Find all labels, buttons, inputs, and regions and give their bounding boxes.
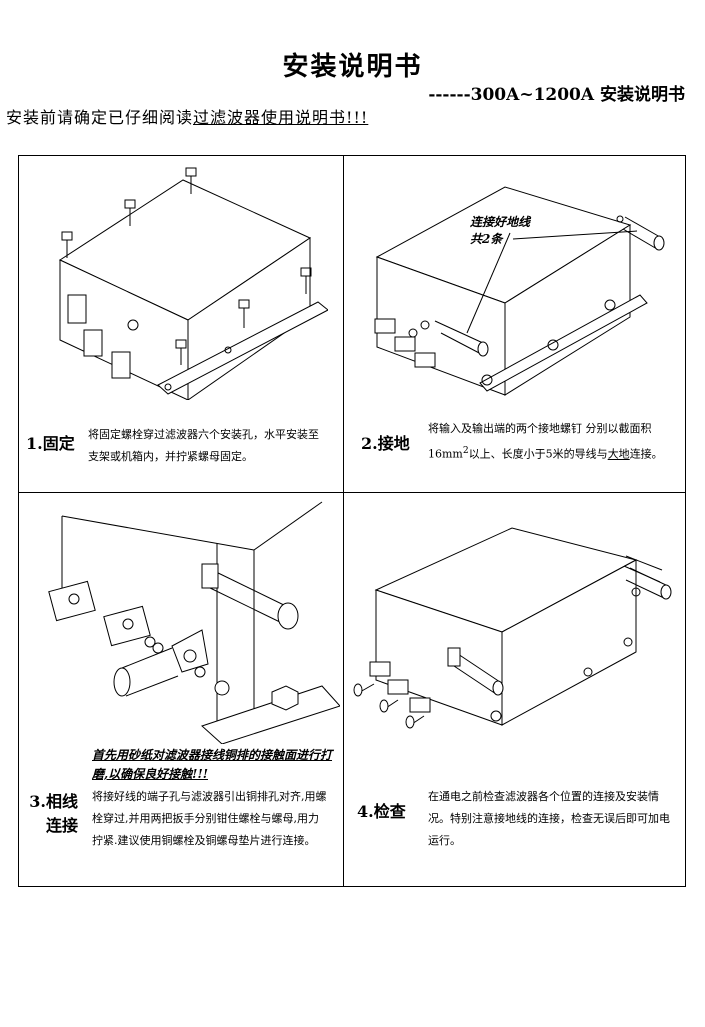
- page-title: 安装说明书: [282, 52, 423, 82]
- step3-label: 3.相线 连接: [22, 790, 78, 838]
- step1-text: 将固定螺栓穿过滤波器六个安装孔，水平安装至支架或机箱内，并拧紧螺母固定。: [88, 428, 319, 463]
- illustration-phase-connection: [22, 496, 340, 744]
- step3-text: 将接好线的端子孔与滤波器引出铜排孔对齐,用螺栓穿过,并用两把扳手分别钳住螺栓与螺…: [92, 790, 327, 847]
- step2-text-sup: 2: [462, 445, 469, 456]
- instruction-grid: [18, 155, 686, 887]
- grounding-callout: 连接好地线 共2条: [470, 214, 530, 248]
- step2-text-a: 将输入及输出端的两个接地螺钉 分别以截面积16mm: [428, 422, 652, 461]
- step2-text-c: 连接。: [629, 447, 663, 461]
- step3-label-line2: 连接: [45, 816, 78, 835]
- step2-text-b: 以上、长度小于5米的导线与: [468, 447, 608, 461]
- step2-text: 将输入及输出端的两个接地螺钉 分别以截面积16mm2以上、长度小于5米的导线与大…: [428, 418, 676, 466]
- warning-text: 安装前请确定已仔细阅读过滤波器使用说明书!!!: [6, 104, 368, 128]
- step4-text: 在通电之前检查滤波器各个位置的连接及安装情况。特别注意接地线的连接，检查无误后即…: [428, 790, 670, 847]
- step3-label-line1: 3.相线: [29, 792, 78, 811]
- step1-label: 1.固定: [26, 434, 75, 453]
- callout-line-1: 连接好地线: [470, 215, 531, 229]
- step2-label: 2.接地: [361, 434, 410, 453]
- grid-divider-vertical: [343, 155, 344, 887]
- illustration-inspection: [350, 520, 680, 730]
- page-subtitle: ------300A~1200A 安装说明书: [428, 85, 685, 105]
- warning-prefix: 安装前请确定已仔细阅读: [6, 108, 194, 127]
- grid-divider-horizontal: [18, 492, 686, 493]
- step2-text-earth: 大地: [607, 447, 630, 461]
- step4-label: 4.检查: [357, 802, 406, 821]
- illustration-grounding: [355, 175, 675, 405]
- warning-manual-link[interactable]: 过滤波器使用说明书!!!: [193, 108, 369, 127]
- step3-note-text: 首先用砂纸对滤波器接线铜排的接触面进行打磨,以确保良好接触!!!: [92, 748, 333, 781]
- callout-line-2: 共2条: [470, 232, 503, 246]
- illustration-fixing: [28, 160, 328, 400]
- step3-note: 首先用砂纸对滤波器接线铜排的接触面进行打磨,以确保良好接触!!!: [92, 746, 342, 784]
